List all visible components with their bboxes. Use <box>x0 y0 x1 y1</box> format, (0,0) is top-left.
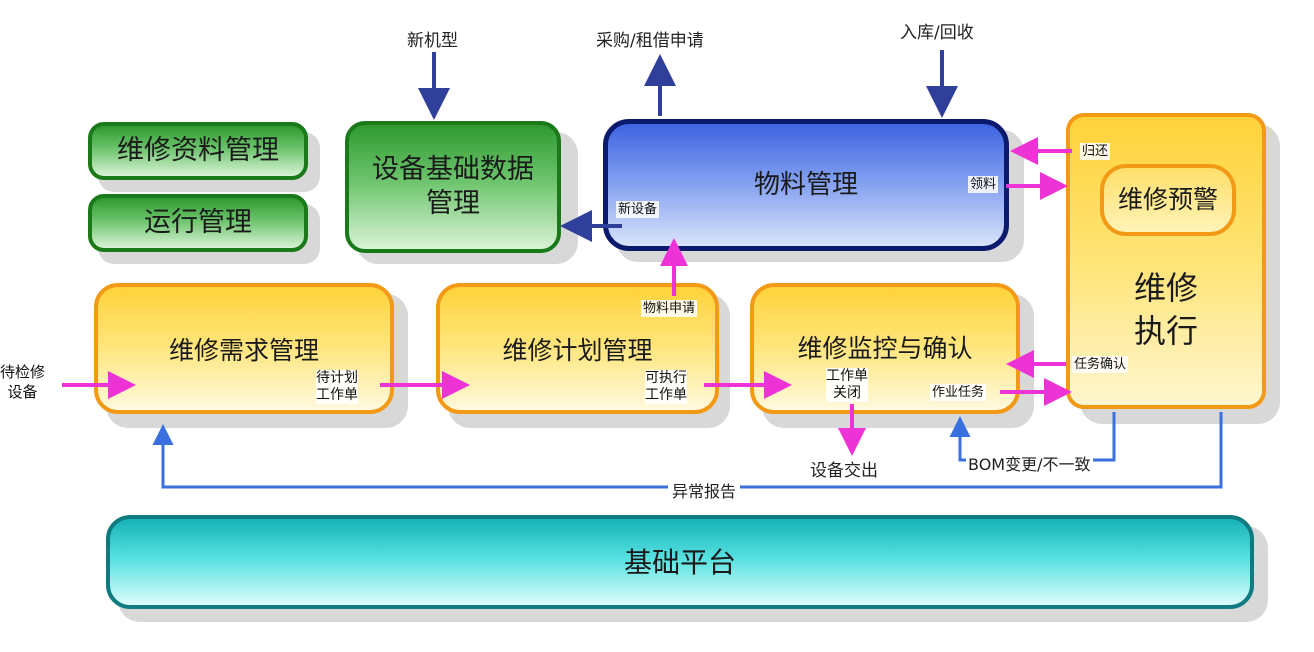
label-wo-close-2: 关闭 <box>833 385 861 401</box>
maint-docs-label: 维修资料管理 <box>117 135 279 167</box>
platform-label: 基础平台 <box>623 545 736 579</box>
label-new-model: 新机型 <box>407 31 458 51</box>
maint-warning-label: 维修预警 <box>1117 185 1218 215</box>
maint-warning-box[interactable]: 维修预警 <box>1100 164 1236 236</box>
maint-exec-label-2: 执行 <box>1133 312 1198 351</box>
equip-base-label-1: 设备基础数据 <box>372 154 534 186</box>
label-material-request: 物料申请 <box>641 300 698 317</box>
label-to-plan-1: 待计划 <box>316 370 358 386</box>
label-task-confirm: 任务确认 <box>1072 356 1129 373</box>
maint-monitor-label: 维修监控与确认 <box>797 334 973 363</box>
label-new-equipment: 新设备 <box>616 201 660 218</box>
label-pending-2: 设备 <box>7 383 38 401</box>
operation-label: 运行管理 <box>144 207 252 239</box>
label-purchase-lease: 采购/租借申请 <box>596 31 704 51</box>
label-to-plan-2: 工作单 <box>316 387 358 403</box>
label-wo-close-1: 工作单 <box>826 368 868 384</box>
label-executable-1: 可执行 <box>645 370 687 386</box>
operation-box[interactable]: 运行管理 <box>88 194 308 252</box>
maint-demand-label: 维修需求管理 <box>168 335 319 365</box>
label-handover: 设备交出 <box>810 461 878 481</box>
label-bom-change: BOM变更/不一致 <box>966 451 1093 475</box>
equip-base-label-2: 管理 <box>426 188 480 219</box>
label-warehouse-recycle: 入库/回收 <box>900 23 974 43</box>
platform-box[interactable]: 基础平台 <box>106 515 1254 609</box>
label-exception-report: 异常报告 <box>668 478 741 502</box>
equip-base-box[interactable]: 设备基础数据 管理 <box>345 121 561 253</box>
label-executable: 可执行 工作单 <box>645 370 687 404</box>
material-label: 物料管理 <box>753 169 858 200</box>
label-pick-material: 领料 <box>968 176 999 193</box>
label-pending-1: 待检修 <box>0 363 46 381</box>
label-work-task: 作业任务 <box>930 384 987 401</box>
label-to-plan: 待计划 工作单 <box>316 370 358 404</box>
label-wo-close: 工作单 关闭 <box>826 368 868 402</box>
line-exception-report <box>152 412 1223 489</box>
label-pending: 待检修 设备 <box>0 362 45 402</box>
label-return: 归还 <box>1080 143 1111 160</box>
label-executable-2: 工作单 <box>645 387 687 403</box>
material-box[interactable]: 物料管理 <box>603 119 1009 251</box>
maint-exec-label-1: 维修 <box>1133 269 1198 307</box>
maint-plan-label: 维修计划管理 <box>502 335 653 365</box>
maint-docs-box[interactable]: 维修资料管理 <box>88 122 308 180</box>
maint-exec-label: 维修 执行 <box>1070 267 1262 353</box>
